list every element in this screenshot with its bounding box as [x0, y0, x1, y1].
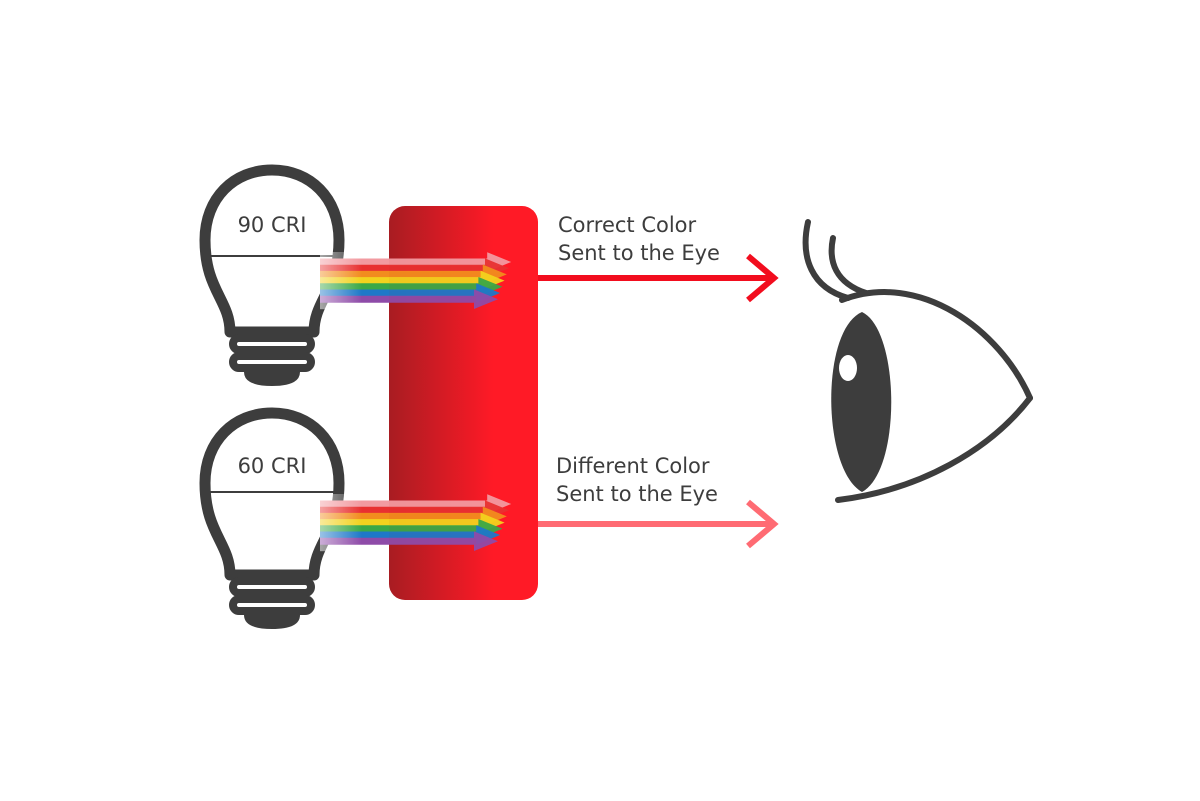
spectrum-arrow — [389, 494, 512, 514]
bulb-icon — [199, 407, 345, 581]
lower-eyelid — [835, 395, 1033, 503]
iris — [831, 312, 892, 492]
spectrum-arrow — [389, 506, 507, 527]
output-label-different-line2: Sent to the Eye — [556, 482, 718, 506]
bulb-90-cri: 90 CRI — [199, 164, 345, 386]
bulb-base-ring — [229, 334, 315, 354]
bulb-label: 60 CRI — [238, 454, 307, 478]
spectrum-arrow — [389, 252, 512, 272]
different-color-arrow — [538, 499, 779, 549]
spectrum-arrow — [389, 519, 503, 539]
eyelash-icon — [828, 235, 869, 296]
bulb-base-tip — [244, 372, 300, 386]
bulb-base-ring — [229, 595, 315, 615]
bulb-base-tip — [244, 615, 300, 629]
output-label-different-line1: Different Color — [556, 454, 710, 478]
bulb-60-cri: 60 CRI — [199, 407, 345, 629]
spectrum-arrow — [389, 258, 509, 278]
spectrum-arrow — [389, 512, 505, 533]
spectrum-arrow — [389, 283, 501, 303]
eyelash-icon — [802, 219, 851, 301]
output-label-correct-line2: Sent to the Eye — [558, 241, 720, 265]
pupil-highlight — [839, 355, 857, 381]
upper-eyelid — [839, 289, 1033, 401]
correct-color-arrow — [538, 253, 779, 303]
spectrum-arrow — [389, 500, 509, 520]
eye-icon — [802, 219, 1033, 503]
spectrum-arrow-heads-bottom — [389, 494, 512, 551]
spectrum-arrow — [389, 264, 507, 285]
spectrum-arrow — [389, 289, 498, 309]
spectrum-arrow — [389, 270, 505, 291]
spectrum-arrow — [389, 277, 503, 297]
spectrum-arrow — [389, 531, 498, 551]
output-label-correct-line1: Correct Color — [558, 213, 697, 237]
spectrum-arrow — [389, 525, 501, 545]
spectrum-arrow-heads-top — [389, 252, 512, 309]
bulb-base-ring — [229, 577, 315, 597]
bulb-base-ring — [229, 352, 315, 372]
bulb-label: 90 CRI — [238, 213, 307, 237]
bulb-icon — [199, 164, 345, 338]
